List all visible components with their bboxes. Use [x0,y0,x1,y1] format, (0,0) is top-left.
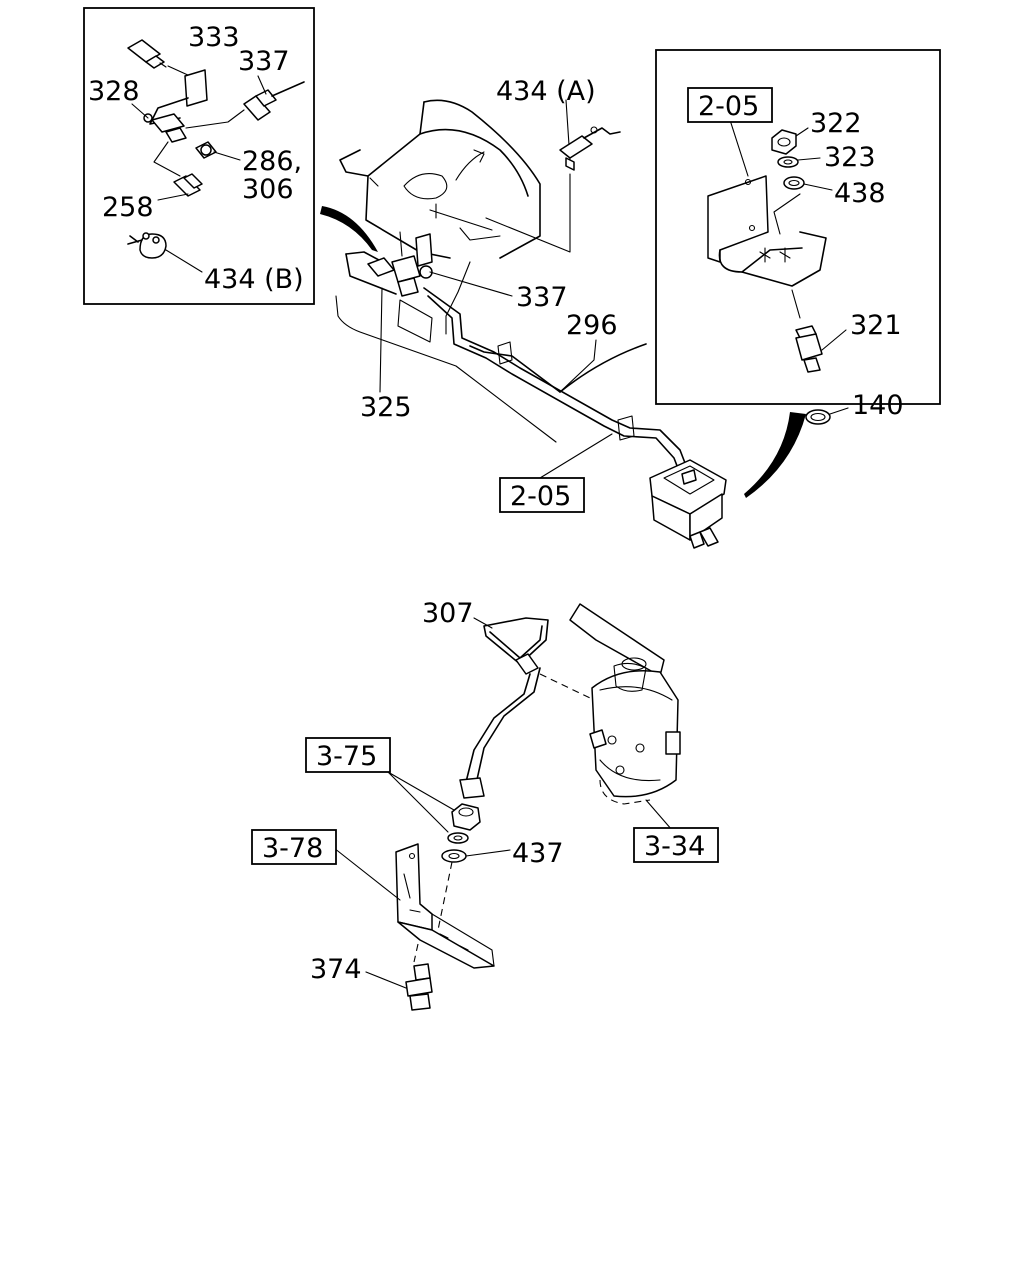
leader-140 [829,407,849,415]
brake-pipes [345,251,691,485]
leader-337-inset [257,75,267,95]
part-322-nut [771,129,797,155]
part-140-oring [805,409,831,425]
inset-right-frame [655,49,941,405]
leader-328 [131,103,149,119]
ref-label-378: 3-78 [262,833,323,864]
ref-label-375: 3-75 [316,741,377,772]
label-286: 286, [242,146,302,177]
leader-434a [485,173,571,253]
inset-left-frame [83,7,315,305]
ref-label-205-main: 2-05 [510,481,571,512]
inset-left [83,7,315,305]
part-375-nut [451,803,481,831]
label-434b: 434 (B) [204,264,304,295]
label-321: 321 [850,310,902,341]
part-334-valve [569,603,681,798]
ref-box-205-inset [687,87,773,123]
part-323-washer [777,156,799,168]
part-bracket-205 [707,175,827,287]
part-328-bracket [143,69,208,143]
part-434b-clip [127,232,167,259]
ref-box-375 [305,737,391,773]
ref-box-205-main [499,477,585,513]
part-286-fitting [195,141,217,159]
part-washer-small [447,832,469,844]
inset-right [655,49,941,425]
part-434a-clip [559,126,621,171]
label-322: 322 [810,108,862,139]
label-437: 437 [512,838,564,869]
leader-378 [333,847,401,901]
zoom-arc-right [744,412,806,498]
ref-label-205-inset: 2-05 [698,91,759,122]
leader-438 [803,183,833,191]
leader-375 [387,771,455,833]
leader-321 [821,329,847,351]
leader-307 [473,617,493,629]
part-337-fitting [243,81,305,121]
leader-322 [795,127,809,137]
label-296: 296 [566,310,618,341]
label-337-main: 337 [516,282,568,313]
leader-437 [465,849,511,857]
leader-374 [365,971,407,989]
ref-box-378 [251,829,337,865]
leader-258 [157,193,189,201]
part-438-washer [783,176,805,190]
leader-296 [559,339,597,393]
pipe-loop [153,141,181,177]
leader-323 [797,157,821,161]
label-307: 307 [422,598,474,629]
leader-334 [645,799,673,831]
leader-438b [773,193,801,235]
cab-frame [335,99,557,443]
leader-337-main [429,271,513,297]
leader-434b [165,249,203,273]
pipe-stub [185,109,245,129]
leader-321-axis [791,289,801,319]
dashed-334 [599,779,651,805]
ref-box-334 [633,827,719,863]
part-307-pipe [459,617,549,799]
label-337-inset: 337 [238,46,290,77]
label-258: 258 [102,192,154,223]
label-374: 374 [310,954,362,985]
part-321-fitting [795,325,823,373]
part-valve-block [649,459,727,549]
zoom-arc-left [320,206,378,252]
ref-label-334: 3-34 [644,831,705,862]
dashed-437 [437,861,453,931]
dashed-307-to-valve [539,673,591,699]
label-438: 438 [834,178,886,209]
part-378-bracket [395,843,495,969]
label-434a: 434 (A) [496,76,596,107]
leader-205-main [539,433,613,479]
part-437-washer [441,849,467,863]
label-328: 328 [88,76,140,107]
leader-286 [213,151,241,161]
label-323: 323 [824,142,876,173]
valve-fitting-337-main [367,233,433,297]
part-333-fitting [127,39,167,69]
label-333: 333 [188,22,240,53]
part-374-fitting [405,963,433,1011]
part-258-fitting [173,173,203,197]
dashed-374 [413,943,419,963]
label-306: 306 [242,174,294,205]
label-140: 140 [852,390,904,421]
label-325: 325 [360,392,412,423]
leader-205-inset [729,119,749,177]
leader-325 [379,287,383,393]
leader-333 [167,65,191,77]
